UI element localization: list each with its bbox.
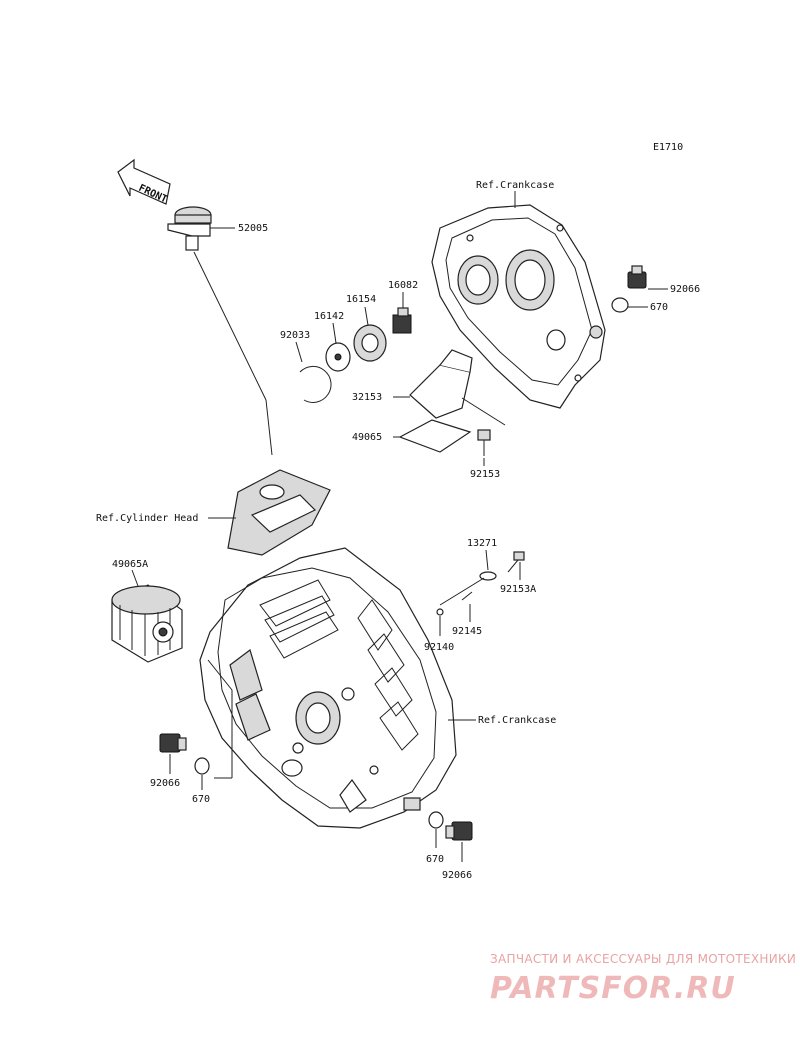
drain-plug-left-part: [159, 733, 187, 753]
washer-part: [611, 297, 629, 313]
washer-bottom-part: [428, 811, 444, 829]
ref-cylinder-head: Ref.Cylinder Head: [96, 513, 198, 524]
label-16142: 16142: [314, 311, 344, 322]
ball-part: [436, 608, 444, 616]
washer-left-part: [194, 757, 210, 775]
circlip-part: [299, 365, 332, 403]
watermark-brand: PARTSFOR.RU: [490, 971, 736, 1006]
label-670-b: 670: [192, 794, 210, 805]
label-92145: 92145: [452, 626, 482, 637]
label-13271: 13271: [467, 538, 497, 549]
label-670-c: 670: [426, 854, 444, 865]
drain-plug-bottom-part: [445, 821, 473, 841]
label-92066-b: 92066: [150, 778, 180, 789]
front-arrow-icon: FRONT: [117, 158, 171, 205]
label-92033: 92033: [280, 330, 310, 341]
watermark-caption: ЗАПЧАСТИ И АКСЕССУАРЫ ДЛЯ МОТОТЕХНИКИ: [490, 952, 796, 966]
label-52005: 52005: [238, 223, 268, 234]
label-92153A: 92153A: [500, 584, 536, 595]
gasket-part: [398, 419, 472, 453]
ref-crankcase-top: Ref.Crankcase: [476, 180, 554, 191]
crankcase-cover-part: [431, 204, 606, 409]
oil-pump-shaft-part: [392, 307, 412, 334]
dipstick-cap-part: [167, 206, 273, 456]
label-16154: 16154: [346, 294, 376, 305]
oil-filter-part: [111, 584, 183, 663]
label-16082: 16082: [388, 280, 418, 291]
ref-crankcase-bottom: Ref.Crankcase: [478, 715, 556, 726]
breather-plate-part: [439, 571, 497, 606]
label-32153: 32153: [352, 392, 382, 403]
label-92153: 92153: [470, 469, 500, 480]
label-92066-c: 92066: [442, 870, 472, 881]
drain-plug-part: [627, 265, 647, 289]
bolt-part: [477, 429, 491, 456]
oil-pump-cover-part: [409, 349, 473, 419]
label-670-a: 670: [650, 302, 668, 313]
oil-pump-rotor-part: [353, 324, 387, 362]
label-92066-a: 92066: [670, 284, 700, 295]
small-bolt-part: [507, 551, 525, 573]
label-49065A: 49065A: [112, 559, 148, 570]
cylinder-head-part: [227, 469, 331, 556]
label-92140: 92140: [424, 642, 454, 653]
label-49065: 49065: [352, 432, 382, 443]
crankcase-main-part: [199, 547, 457, 829]
pin-part: [461, 591, 473, 601]
diagram-code: E1710: [653, 142, 683, 153]
